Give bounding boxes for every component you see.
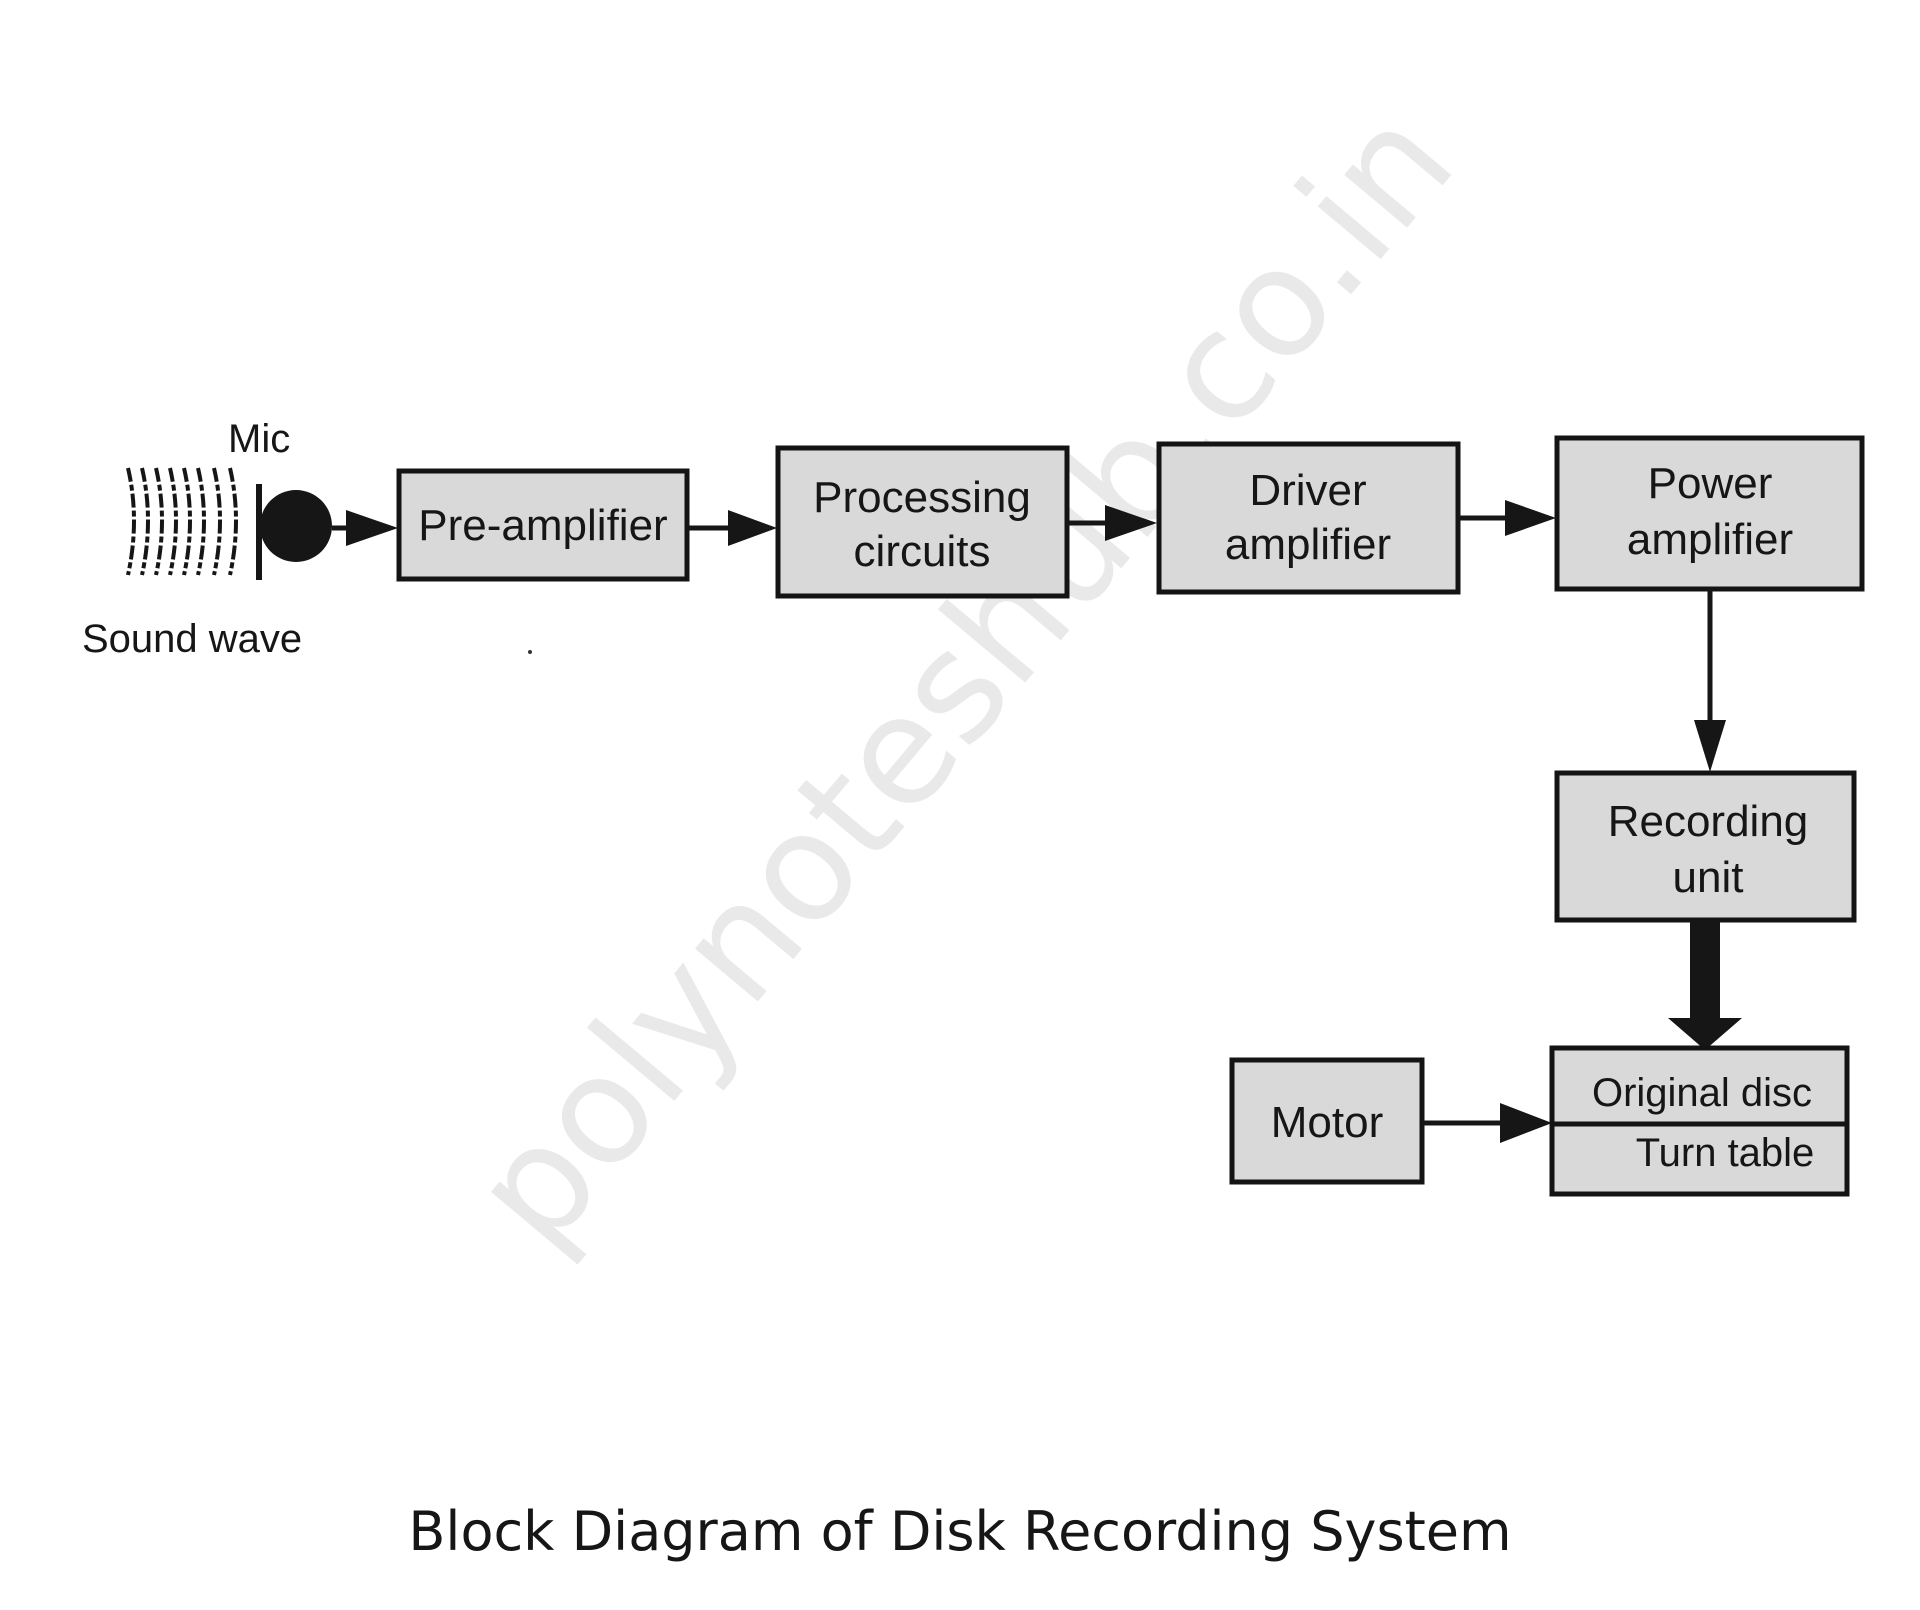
arrow-mic-to-preamp xyxy=(332,510,398,546)
arrow-recording-to-disc xyxy=(1668,920,1742,1050)
turn-table-label: Turn table xyxy=(1636,1131,1815,1175)
sound-wave-label: Sound wave xyxy=(82,617,302,661)
block-recording-unit: Recording unit xyxy=(1554,770,1857,923)
block-processing-circuits: Processing circuits xyxy=(775,445,1070,599)
power-label-line1: Power xyxy=(1648,459,1773,508)
figure-caption: Block Diagram of Disk Recording System xyxy=(408,1500,1512,1563)
arrow-driver-to-power xyxy=(1458,500,1556,536)
driver-label-line1: Driver xyxy=(1249,466,1366,515)
block-power-amplifier: Power amplifier xyxy=(1554,435,1865,592)
arrow-preamp-to-processing xyxy=(687,510,777,546)
recording-label-line1: Recording xyxy=(1608,797,1809,846)
arrow-processing-to-driver xyxy=(1067,505,1157,541)
processing-label-line1: Processing xyxy=(813,473,1031,522)
block-motor: Motor xyxy=(1229,1057,1425,1185)
block-driver-amplifier: Driver amplifier xyxy=(1156,441,1461,595)
pre-amplifier-label: Pre-amplifier xyxy=(418,501,667,550)
motor-label: Motor xyxy=(1271,1098,1383,1147)
original-disc-label: Original disc xyxy=(1592,1071,1812,1115)
block-pre-amplifier: Pre-amplifier xyxy=(396,468,690,582)
stray-dot xyxy=(528,650,532,654)
driver-label-line2: amplifier xyxy=(1225,520,1391,569)
arrow-power-to-recording xyxy=(1694,589,1726,772)
recording-label-line2: unit xyxy=(1673,853,1744,902)
mic-label: Mic xyxy=(228,417,290,461)
processing-label-line2: circuits xyxy=(854,527,991,576)
power-label-line2: amplifier xyxy=(1627,515,1793,564)
block-disc-turntable: Original disc Turn table xyxy=(1549,1045,1850,1197)
sound-wave-icon xyxy=(126,467,238,576)
microphone-icon xyxy=(256,484,332,580)
arrow-motor-to-turntable xyxy=(1422,1103,1552,1143)
